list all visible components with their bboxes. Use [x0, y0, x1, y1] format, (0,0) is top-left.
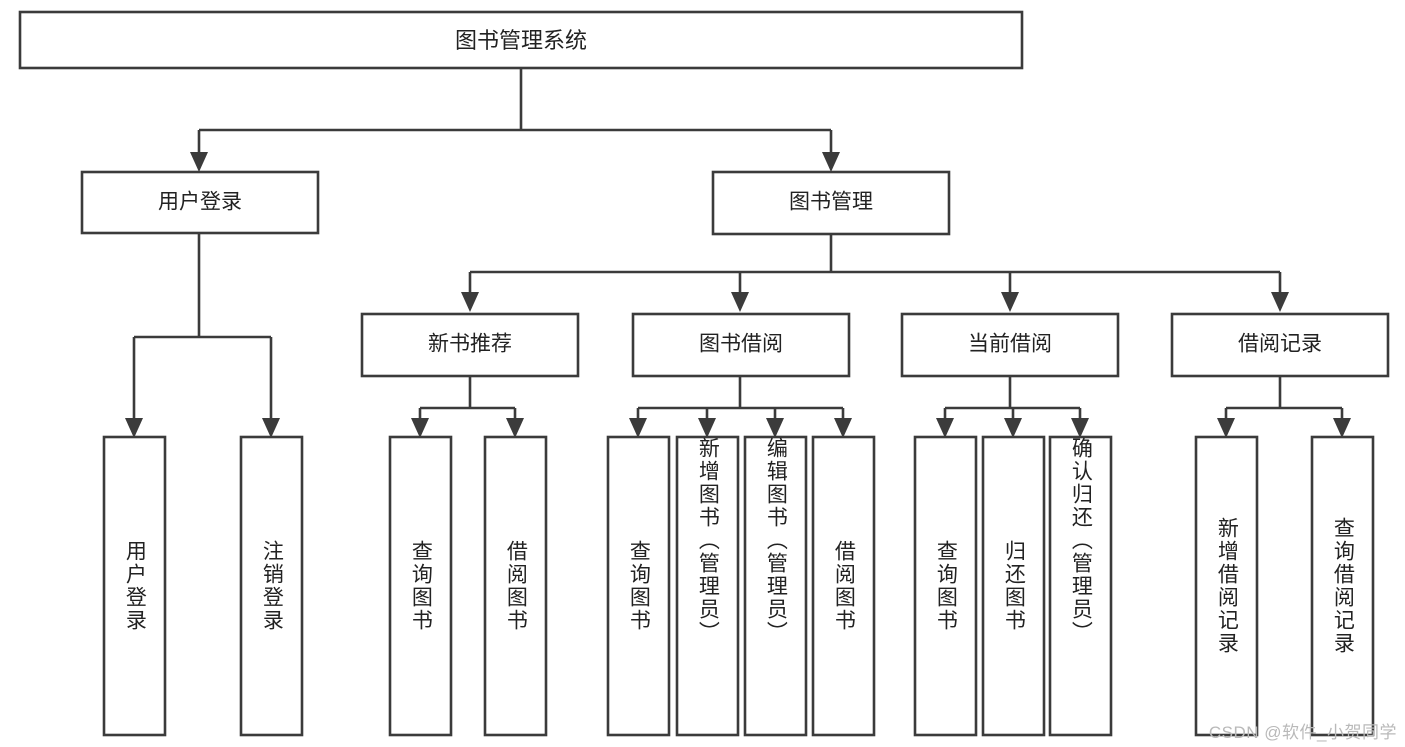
node-user-login[interactable]: 用户登录 — [80, 170, 320, 235]
leaf-box-borrow-record-0 — [1194, 435, 1259, 737]
connector-book-manage-to-level3 — [461, 234, 1289, 312]
node-book-management-label: 图书管理 — [789, 191, 873, 214]
leaf-boxes-book-borrow[interactable] — [606, 435, 876, 737]
node-borrow-record-label: 借阅记录 — [1238, 333, 1322, 356]
node-current-borrow-label: 当前借阅 — [968, 333, 1052, 356]
leaf-boxes-current-borrow[interactable] — [913, 435, 1113, 737]
leaf-box-book-borrow-2 — [743, 435, 808, 737]
connector-new-book-to-leaves — [411, 376, 524, 438]
connector-user-login-to-leaves — [125, 233, 280, 438]
leaf-box-current-borrow-0 — [913, 435, 978, 737]
node-new-book-recommend-label: 新书推荐 — [428, 333, 512, 356]
node-root-label: 图书管理系统 — [455, 28, 587, 53]
leaf-box-user-login-0 — [102, 435, 167, 737]
node-book-management[interactable]: 图书管理 — [711, 170, 951, 236]
leaf-boxes-borrow-record[interactable] — [1194, 435, 1375, 737]
node-borrow-record[interactable]: 借阅记录 — [1170, 312, 1390, 378]
connector-current-borrow-to-leaves — [936, 376, 1089, 438]
node-root-system[interactable]: 图书管理系统 — [18, 10, 1024, 70]
connector-book-borrow-to-leaves — [629, 376, 852, 438]
leaf-box-current-borrow-2 — [1048, 435, 1113, 737]
node-current-borrow[interactable]: 当前借阅 — [900, 312, 1120, 378]
node-user-login-label: 用户登录 — [158, 191, 242, 214]
leaf-box-borrow-record-1 — [1310, 435, 1375, 737]
leaf-box-current-borrow-1 — [981, 435, 1046, 737]
leaf-box-user-login-1 — [239, 435, 304, 737]
node-new-book-recommend[interactable]: 新书推荐 — [360, 312, 580, 378]
leaf-box-book-borrow-1 — [675, 435, 740, 737]
node-book-borrow[interactable]: 图书借阅 — [631, 312, 851, 378]
watermark-text: CSDN @软件_小贺同学 — [1208, 723, 1397, 742]
connector-borrow-record-to-leaves — [1217, 376, 1351, 438]
leaf-box-book-borrow-3 — [811, 435, 876, 737]
leaf-box-book-borrow-0 — [606, 435, 671, 737]
node-book-borrow-label: 图书借阅 — [699, 333, 783, 356]
connector-root-to-level2 — [190, 68, 840, 172]
leaf-boxes-user-login[interactable] — [102, 435, 304, 737]
leaf-boxes-new-book-recommend[interactable] — [388, 435, 548, 737]
leaf-box-new-book-1 — [483, 435, 548, 737]
leaf-box-new-book-0 — [388, 435, 453, 737]
